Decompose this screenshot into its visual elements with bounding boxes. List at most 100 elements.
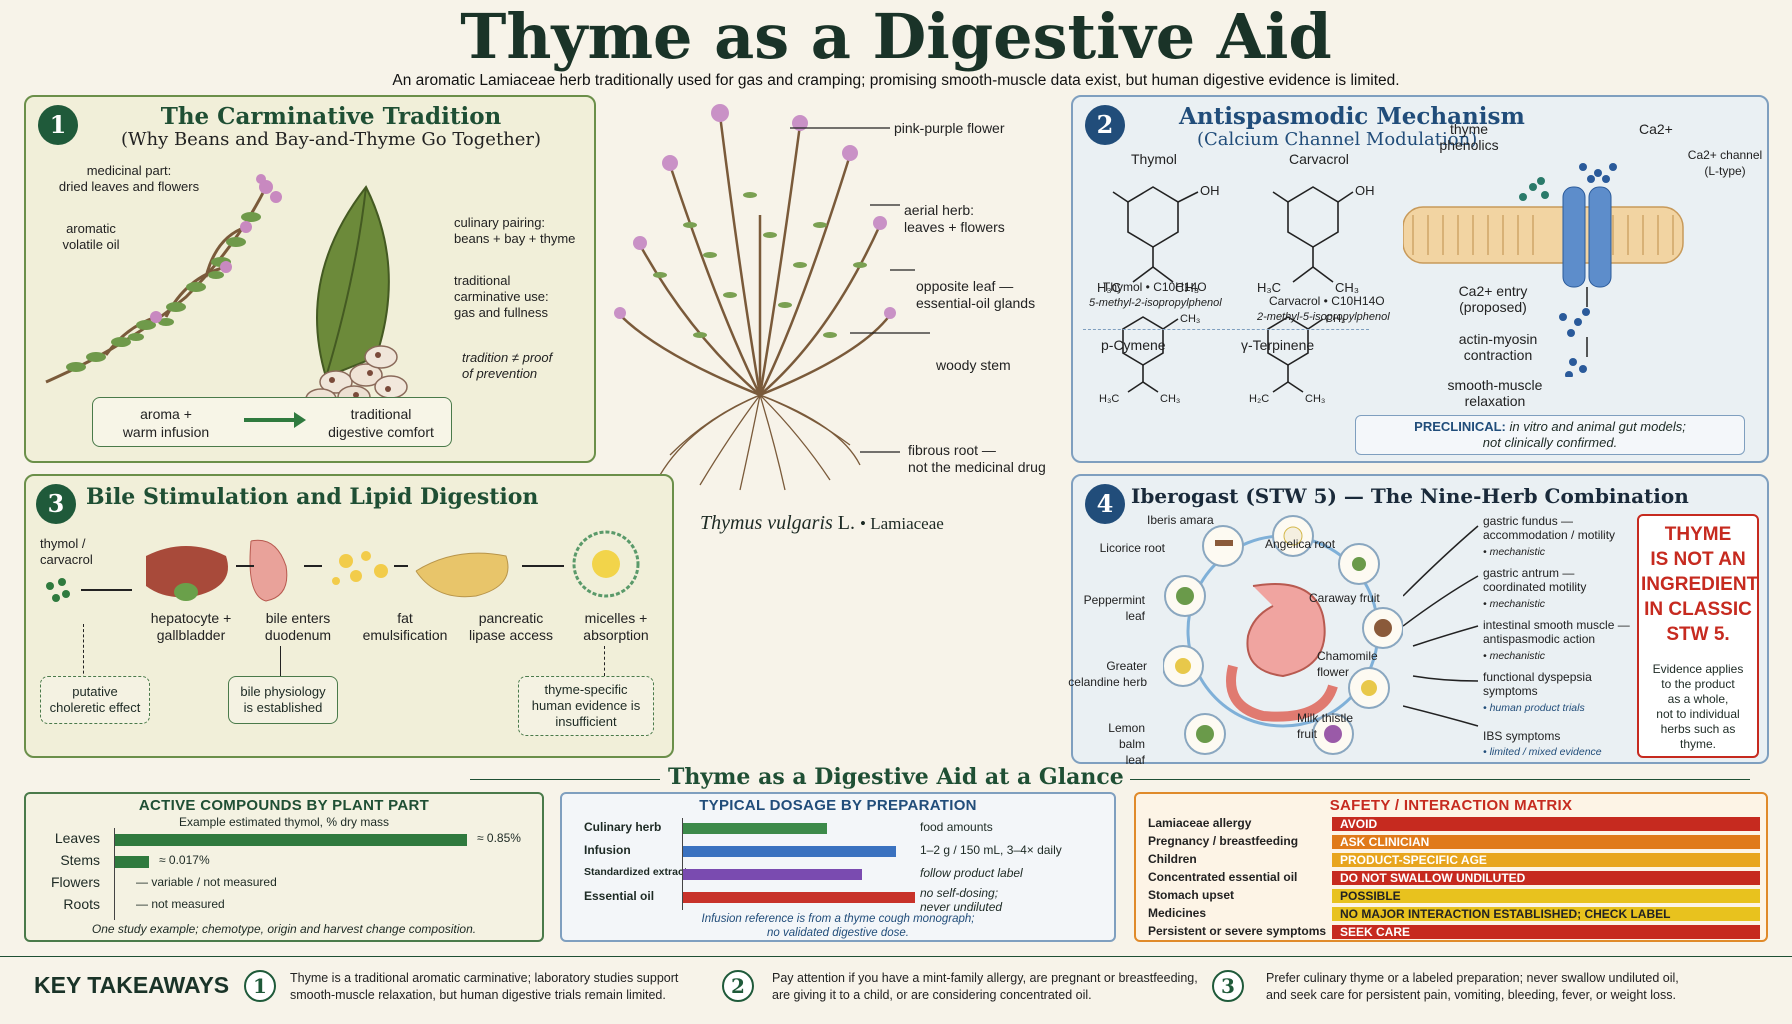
bile-pathway-icons — [46, 530, 640, 602]
effect-dyspepsia: functional dyspepsia symptoms — [1483, 670, 1592, 698]
safety-advice: POSSIBLE — [1332, 889, 1760, 903]
safety-advice: SEEK CARE — [1332, 925, 1760, 939]
step-smooth-muscle: smooth-muscle relaxation — [1447, 377, 1543, 409]
panel-title: Iberogast (STW 5) — The Nine-Herb Combin… — [1131, 484, 1689, 508]
safety-advice: DO NOT SWALLOW UNDILUTED — [1332, 871, 1760, 885]
label-medicinal-part: medicinal part: dried leaves and flowers — [58, 163, 200, 194]
molecule-name-thymol: Thymol — [1131, 151, 1177, 167]
panel-number-badge: 2 — [1085, 105, 1125, 145]
panel-bile: 3 Bile Stimulation and Lipid Digestion t… — [24, 474, 674, 758]
page-title: Thyme as a Digestive Aid — [460, 0, 1332, 73]
warning-box — [1637, 514, 1759, 758]
dosage-note: follow product label — [920, 866, 1023, 880]
flow-arrow-group — [92, 397, 452, 447]
herb-licorice: Licorice root — [1099, 541, 1165, 555]
svg-text:H₃C: H₃C — [1257, 280, 1281, 295]
safety-advice: AVOID — [1332, 817, 1760, 831]
box-insufficient-evidence: thyme-specific human evidence is insuffi… — [518, 676, 654, 736]
effect-fundus-note: • mechanistic — [1483, 546, 1546, 558]
compound-value-label: ≈ 0.85% — [477, 831, 521, 845]
safety-advice: NO MAJOR INTERACTION ESTABLISHED; CHECK … — [1332, 907, 1760, 921]
molecule-name-terpinene: γ-Terpinene — [1241, 337, 1315, 353]
label-opposite-leaf: opposite leaf — essential-oil glands — [916, 278, 1036, 311]
safety-advice: PRODUCT-SPECIFIC AGE — [1332, 853, 1760, 867]
species-author: L. — [837, 512, 856, 534]
herb-angelica: Angelica root — [1265, 537, 1336, 551]
page-subtitle: An aromatic Lamiaceae herb traditionally… — [392, 72, 1400, 89]
glance-divider-left — [470, 779, 660, 780]
species-binomial: Thymus vulgaris — [700, 512, 833, 534]
thymol-iupac: 5-methyl-2-isopropylphenol — [1089, 297, 1222, 309]
herb-iberis: Iberis amara — [1147, 513, 1214, 527]
molecule-divider — [1083, 329, 1369, 330]
step-calcium-entry: Ca2+ entry (proposed) — [1458, 283, 1528, 315]
dosage-table: TYPICAL DOSAGE BY PREPARATION Culinary h… — [560, 792, 1116, 942]
safety-condition: Medicines — [1148, 906, 1207, 920]
effect-fundus: gastric fundus — accommodation / motilit… — [1483, 514, 1616, 542]
label-traditional-use: traditional carminative use: gas and ful… — [454, 273, 549, 320]
effect-arrows — [1403, 525, 1479, 727]
dosage-row-label: Infusion — [584, 843, 631, 857]
arrow-up-choleretic — [83, 624, 84, 684]
glance-title: Thyme as a Digestive Aid at a Glance — [668, 764, 1124, 790]
svg-text:OH: OH — [1200, 183, 1220, 198]
safety-advice: ASK CLINICIAN — [1332, 835, 1760, 849]
takeaway-text: Pay attention if you have a mint-family … — [772, 971, 1198, 1002]
preclinical-text: in vitro and animal gut models; not clin… — [1482, 419, 1686, 450]
svg-text:OH: OH — [1355, 183, 1375, 198]
safety-condition: Lamiaceae allergy — [1148, 816, 1252, 830]
dosage-bar — [683, 869, 862, 880]
panel-title: Antispasmodic Mechanism — [1179, 103, 1525, 130]
label-fibrous-root: fibrous root — not the medicinal drug — [908, 442, 1046, 475]
effect-ibs: IBS symptoms — [1483, 729, 1561, 743]
label-culinary-pairing: culinary pairing: beans + bay + thyme — [454, 215, 576, 246]
species-name: Thymus vulgaris L. • Lamiaceae — [700, 512, 944, 535]
warning-title: THYME IS NOT AN INGREDIENT IN CLASSIC ST… — [1641, 524, 1759, 645]
safety-matrix: SAFETY / INTERACTION MATRIX Lamiaceae al… — [1134, 792, 1768, 942]
label-thymol-carvacrol: thymol / carvacrol — [40, 536, 93, 567]
takeaways-title: KEY TAKEAWAYS — [34, 972, 230, 998]
effect-intestinal-note: • mechanistic — [1483, 650, 1546, 662]
herb-wheel-diagram — [1163, 515, 1403, 755]
panel-title: Bile Stimulation and Lipid Digestion — [86, 484, 539, 510]
flow-arrowhead-icon — [294, 412, 306, 428]
herb-milk-thistle: Milk thistle fruit — [1297, 711, 1354, 741]
compound-value-label: — not measured — [136, 897, 225, 911]
safety-title: SAFETY / INTERACTION MATRIX — [1329, 797, 1573, 814]
herb-peppermint: Peppermint leaf — [1083, 593, 1145, 623]
herb-greater-celandine: Greater celandine herb — [1068, 659, 1147, 689]
dosage-row-label: Culinary herb — [584, 820, 662, 834]
herb-lemon-balm: Lemon balm leaf — [1108, 721, 1145, 767]
panel-number-badge: 4 — [1085, 484, 1125, 524]
preclinical-label: PRECLINICAL: — [1414, 419, 1506, 434]
molecule-name-carvacrol: Carvacrol — [1289, 151, 1349, 167]
dosage-bar — [683, 846, 896, 857]
compounds-subtitle: Example estimated thymol, % dry mass — [178, 815, 390, 829]
thyme-sprig-illustration — [45, 174, 408, 407]
compound-row-label: Stems — [60, 852, 100, 868]
step-pancreatic-lipase: pancreatic lipase access — [468, 610, 554, 643]
effect-antrum-note: • mechanistic — [1483, 598, 1546, 610]
compounds-footnote: One study example; chemotype, origin and… — [91, 922, 477, 936]
svg-text:CH₃: CH₃ — [1305, 393, 1325, 405]
compound-value-label: — variable / not measured — [136, 875, 277, 889]
dosage-note: 1–2 g / 150 mL, 3–4× daily — [920, 843, 1062, 857]
flow-label-comfort: traditional digestive comfort — [328, 406, 434, 440]
svg-text:H₂C: H₂C — [1249, 393, 1269, 405]
compounds-title: ACTIVE COMPOUNDS BY PLANT PART — [138, 797, 430, 814]
svg-text:CH₃: CH₃ — [1335, 280, 1359, 295]
preclinical-note: PRECLINICAL: in vitro and animal gut mod… — [1355, 415, 1745, 455]
label-pink-flower: pink-purple flower — [894, 120, 1005, 136]
herb-caraway: Caraway fruit — [1309, 591, 1380, 605]
flow-label-aroma: aroma + warm infusion — [122, 406, 210, 440]
flow-arrow-icon — [244, 418, 296, 422]
label-aerial-herb: aerial herb: leaves + flowers — [904, 202, 1005, 235]
takeaways-divider — [0, 956, 1792, 957]
dosage-bar — [683, 892, 915, 903]
label-calcium-ion: Ca2+ — [1639, 121, 1673, 137]
step-hepatocyte: hepatocyte + gallbladder — [150, 610, 232, 643]
compounds-table: ACTIVE COMPOUNDS BY PLANT PART Example e… — [24, 792, 544, 942]
svg-text:H₃C: H₃C — [1099, 393, 1119, 405]
label-woody-stem: woody stem — [936, 357, 1011, 373]
dosage-note: no self-dosing; never undiluted — [920, 886, 1003, 914]
